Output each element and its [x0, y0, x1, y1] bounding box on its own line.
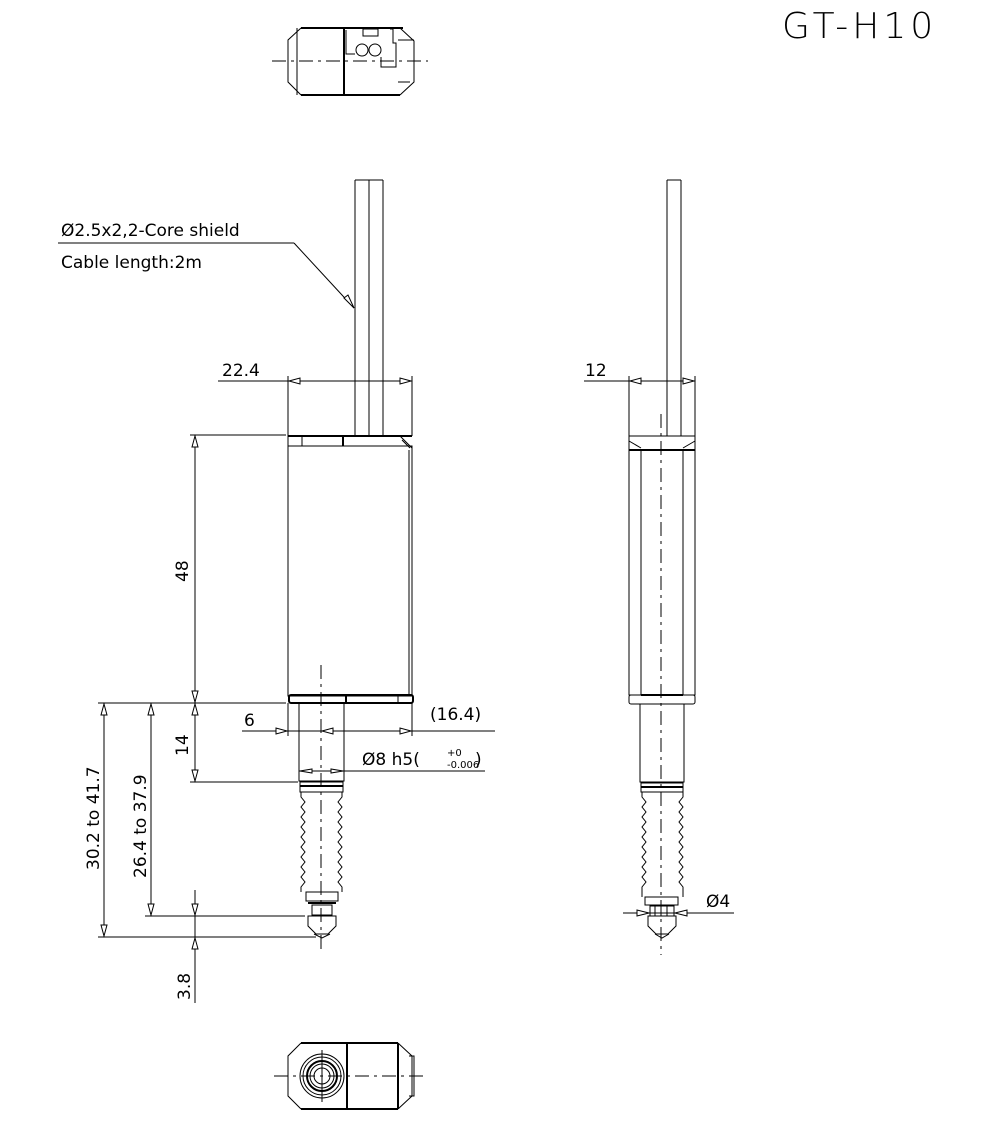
top-view	[272, 27, 428, 96]
dim-stem-length: 14	[173, 734, 193, 756]
dim-offset: 6	[244, 711, 255, 731]
side-view	[584, 179, 734, 955]
dim-range-inner: 26.4 to 37.9	[131, 774, 151, 878]
dim-tip: 3.8	[175, 973, 195, 1000]
cable-length-label: Cable length:2m	[61, 253, 202, 273]
dim-side-width: 12	[585, 361, 607, 381]
dim-stem-diameter: Ø8 h5(	[362, 750, 420, 770]
dim-tip-diameter: Ø4	[706, 892, 730, 912]
dim-width-body: 22.4	[222, 361, 260, 381]
tolerance-upper: +0	[447, 748, 462, 759]
model-title: GT-H10	[782, 6, 938, 47]
tolerance-lower: -0.006	[447, 760, 479, 771]
front-view	[58, 179, 495, 1003]
dim-range-outer: 30.2 to 41.7	[84, 766, 104, 870]
dim-ref-width: (16.4)	[430, 705, 481, 725]
tolerance-close: )	[475, 750, 482, 770]
bottom-view	[274, 1042, 428, 1110]
cable-spec-label: Ø2.5x2,2-Core shield	[61, 221, 240, 241]
dim-height-body: 48	[173, 560, 193, 582]
